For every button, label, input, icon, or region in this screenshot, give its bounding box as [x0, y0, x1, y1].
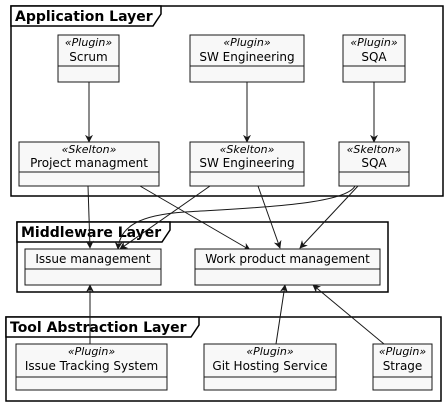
component-git-hosting-service[interactable]: «Plugin» Git Hosting Service	[203, 343, 337, 391]
edge-sw-engineering-skeleton-to-work-product	[257, 185, 282, 249]
tool-abstraction-layer-title: Tool Abstraction Layer	[10, 320, 187, 336]
middleware-layer-title: Middleware Layer	[21, 225, 161, 241]
stereotype-label: «Plugin»	[68, 345, 115, 358]
component-sqa-skeleton[interactable]: «Skelton» SQA	[338, 141, 410, 187]
stereotype-label: «Plugin»	[379, 345, 426, 358]
stereotype-label: «Plugin»	[223, 36, 270, 49]
component-name: Strage	[383, 359, 423, 373]
component-project-management[interactable]: «Skelton» Project managment	[18, 141, 160, 187]
tool-abstraction-layer-package: Tool Abstraction Layer	[5, 316, 442, 402]
stereotype-label: «Skelton»	[62, 143, 117, 156]
component-name: Work product management	[205, 252, 370, 266]
edge-sqa-skeleton-to-issue-management	[114, 185, 356, 250]
relations	[85, 82, 385, 345]
stereotype-label: «Plugin»	[65, 36, 112, 49]
component-name: Project managment	[30, 156, 148, 170]
stereotype-label: «Skelton»	[347, 143, 402, 156]
component-name: Git Hosting Service	[212, 359, 327, 373]
component-name: SW Engineering	[199, 156, 294, 170]
component-sw-engineering-plugin[interactable]: «Plugin» SW Engineering	[189, 34, 305, 83]
component-issue-management[interactable]: Issue management	[24, 248, 162, 286]
edge-git-hosting-to-work-product	[275, 284, 288, 345]
component-sqa-plugin[interactable]: «Plugin» SQA	[342, 34, 406, 83]
middleware-layer-package: Middleware Layer	[16, 221, 389, 293]
edge-sqa-skeleton-to-work-product	[299, 185, 359, 249]
application-layer-package: Application Layer	[10, 5, 444, 197]
component-issue-tracking-system[interactable]: «Plugin» Issue Tracking System	[15, 343, 168, 391]
component-name: SW Engineering	[199, 50, 294, 64]
component-name: SQA	[361, 156, 387, 170]
component-name: Issue management	[35, 252, 151, 266]
edge-sw-engineering-skeleton-to-issue-management	[119, 185, 211, 250]
component-scrum[interactable]: «Plugin» Scrum	[57, 34, 120, 83]
component-name: SQA	[361, 50, 387, 64]
component-sw-engineering-skeleton[interactable]: «Skelton» SW Engineering	[189, 141, 305, 187]
edge-project-management-to-issue-management	[85, 185, 94, 249]
component-name: Issue Tracking System	[25, 359, 158, 373]
component-work-product-management[interactable]: Work product management	[194, 248, 381, 286]
component-name: Scrum	[69, 50, 107, 64]
edge-strage-to-work-product	[312, 284, 385, 345]
stereotype-label: «Plugin»	[246, 345, 293, 358]
edge-project-management-to-work-product	[139, 185, 251, 251]
stereotype-label: «Skelton»	[220, 143, 275, 156]
component-strage[interactable]: «Plugin» Strage	[372, 343, 433, 391]
application-layer-title: Application Layer	[15, 9, 153, 25]
stereotype-label: «Plugin»	[350, 36, 397, 49]
